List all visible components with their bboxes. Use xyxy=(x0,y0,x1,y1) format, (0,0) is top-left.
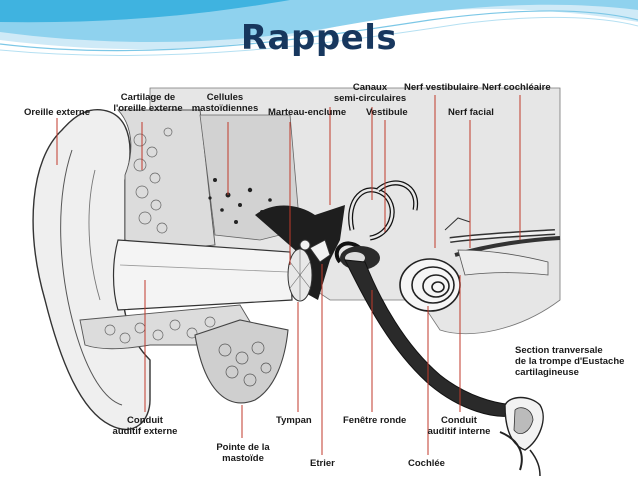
label-nerf-vestibulaire: Nerf vestibulaire xyxy=(404,82,479,93)
label-etrier: Etrier xyxy=(310,458,335,469)
label-conduit-externe-line1: Conduit xyxy=(127,415,163,426)
label-vestibule: Vestibule xyxy=(366,107,408,118)
leader-lines xyxy=(56,95,521,455)
label-canaux-line1: Canaux xyxy=(352,82,388,93)
label-section-line2: de la trompe d'Eustache xyxy=(515,356,625,367)
label-pointe-line2: mastoïde xyxy=(222,453,264,464)
label-cartilage-line2: l'oreille externe xyxy=(113,103,183,114)
label-conduit-externe-line2: auditif externe xyxy=(112,426,178,437)
label-nerf-cochleaire: Nerf cochléaire xyxy=(482,82,551,93)
label-oreille-externe: Oreille externe xyxy=(24,107,91,118)
label-cellules-line2: mastoïdiennes xyxy=(191,103,259,114)
label-canaux-line2: semi-circulaires xyxy=(333,93,407,104)
label-cochlee: Cochlée xyxy=(408,458,445,469)
slide-title: Rappels xyxy=(240,18,398,58)
label-nerf-facial: Nerf facial xyxy=(448,107,494,118)
label-tympan: Tympan xyxy=(276,415,312,426)
label-conduit-interne-line2: auditif interne xyxy=(427,426,491,437)
label-pointe-line1: Pointe de la xyxy=(216,442,270,453)
label-section-line1: Section tranversale xyxy=(515,345,603,356)
label-cellules-line1: Cellules xyxy=(206,92,244,103)
label-conduit-interne-line1: Conduit xyxy=(441,415,477,426)
header-wave-decoration xyxy=(0,0,638,56)
label-cartilage-line1: Cartilage de xyxy=(120,92,176,103)
label-section-line3: cartilagineuse xyxy=(515,367,579,378)
label-marteau-enclume: Marteau-enclume xyxy=(268,107,347,118)
label-fenetre-ronde: Fenêtre ronde xyxy=(343,415,407,426)
